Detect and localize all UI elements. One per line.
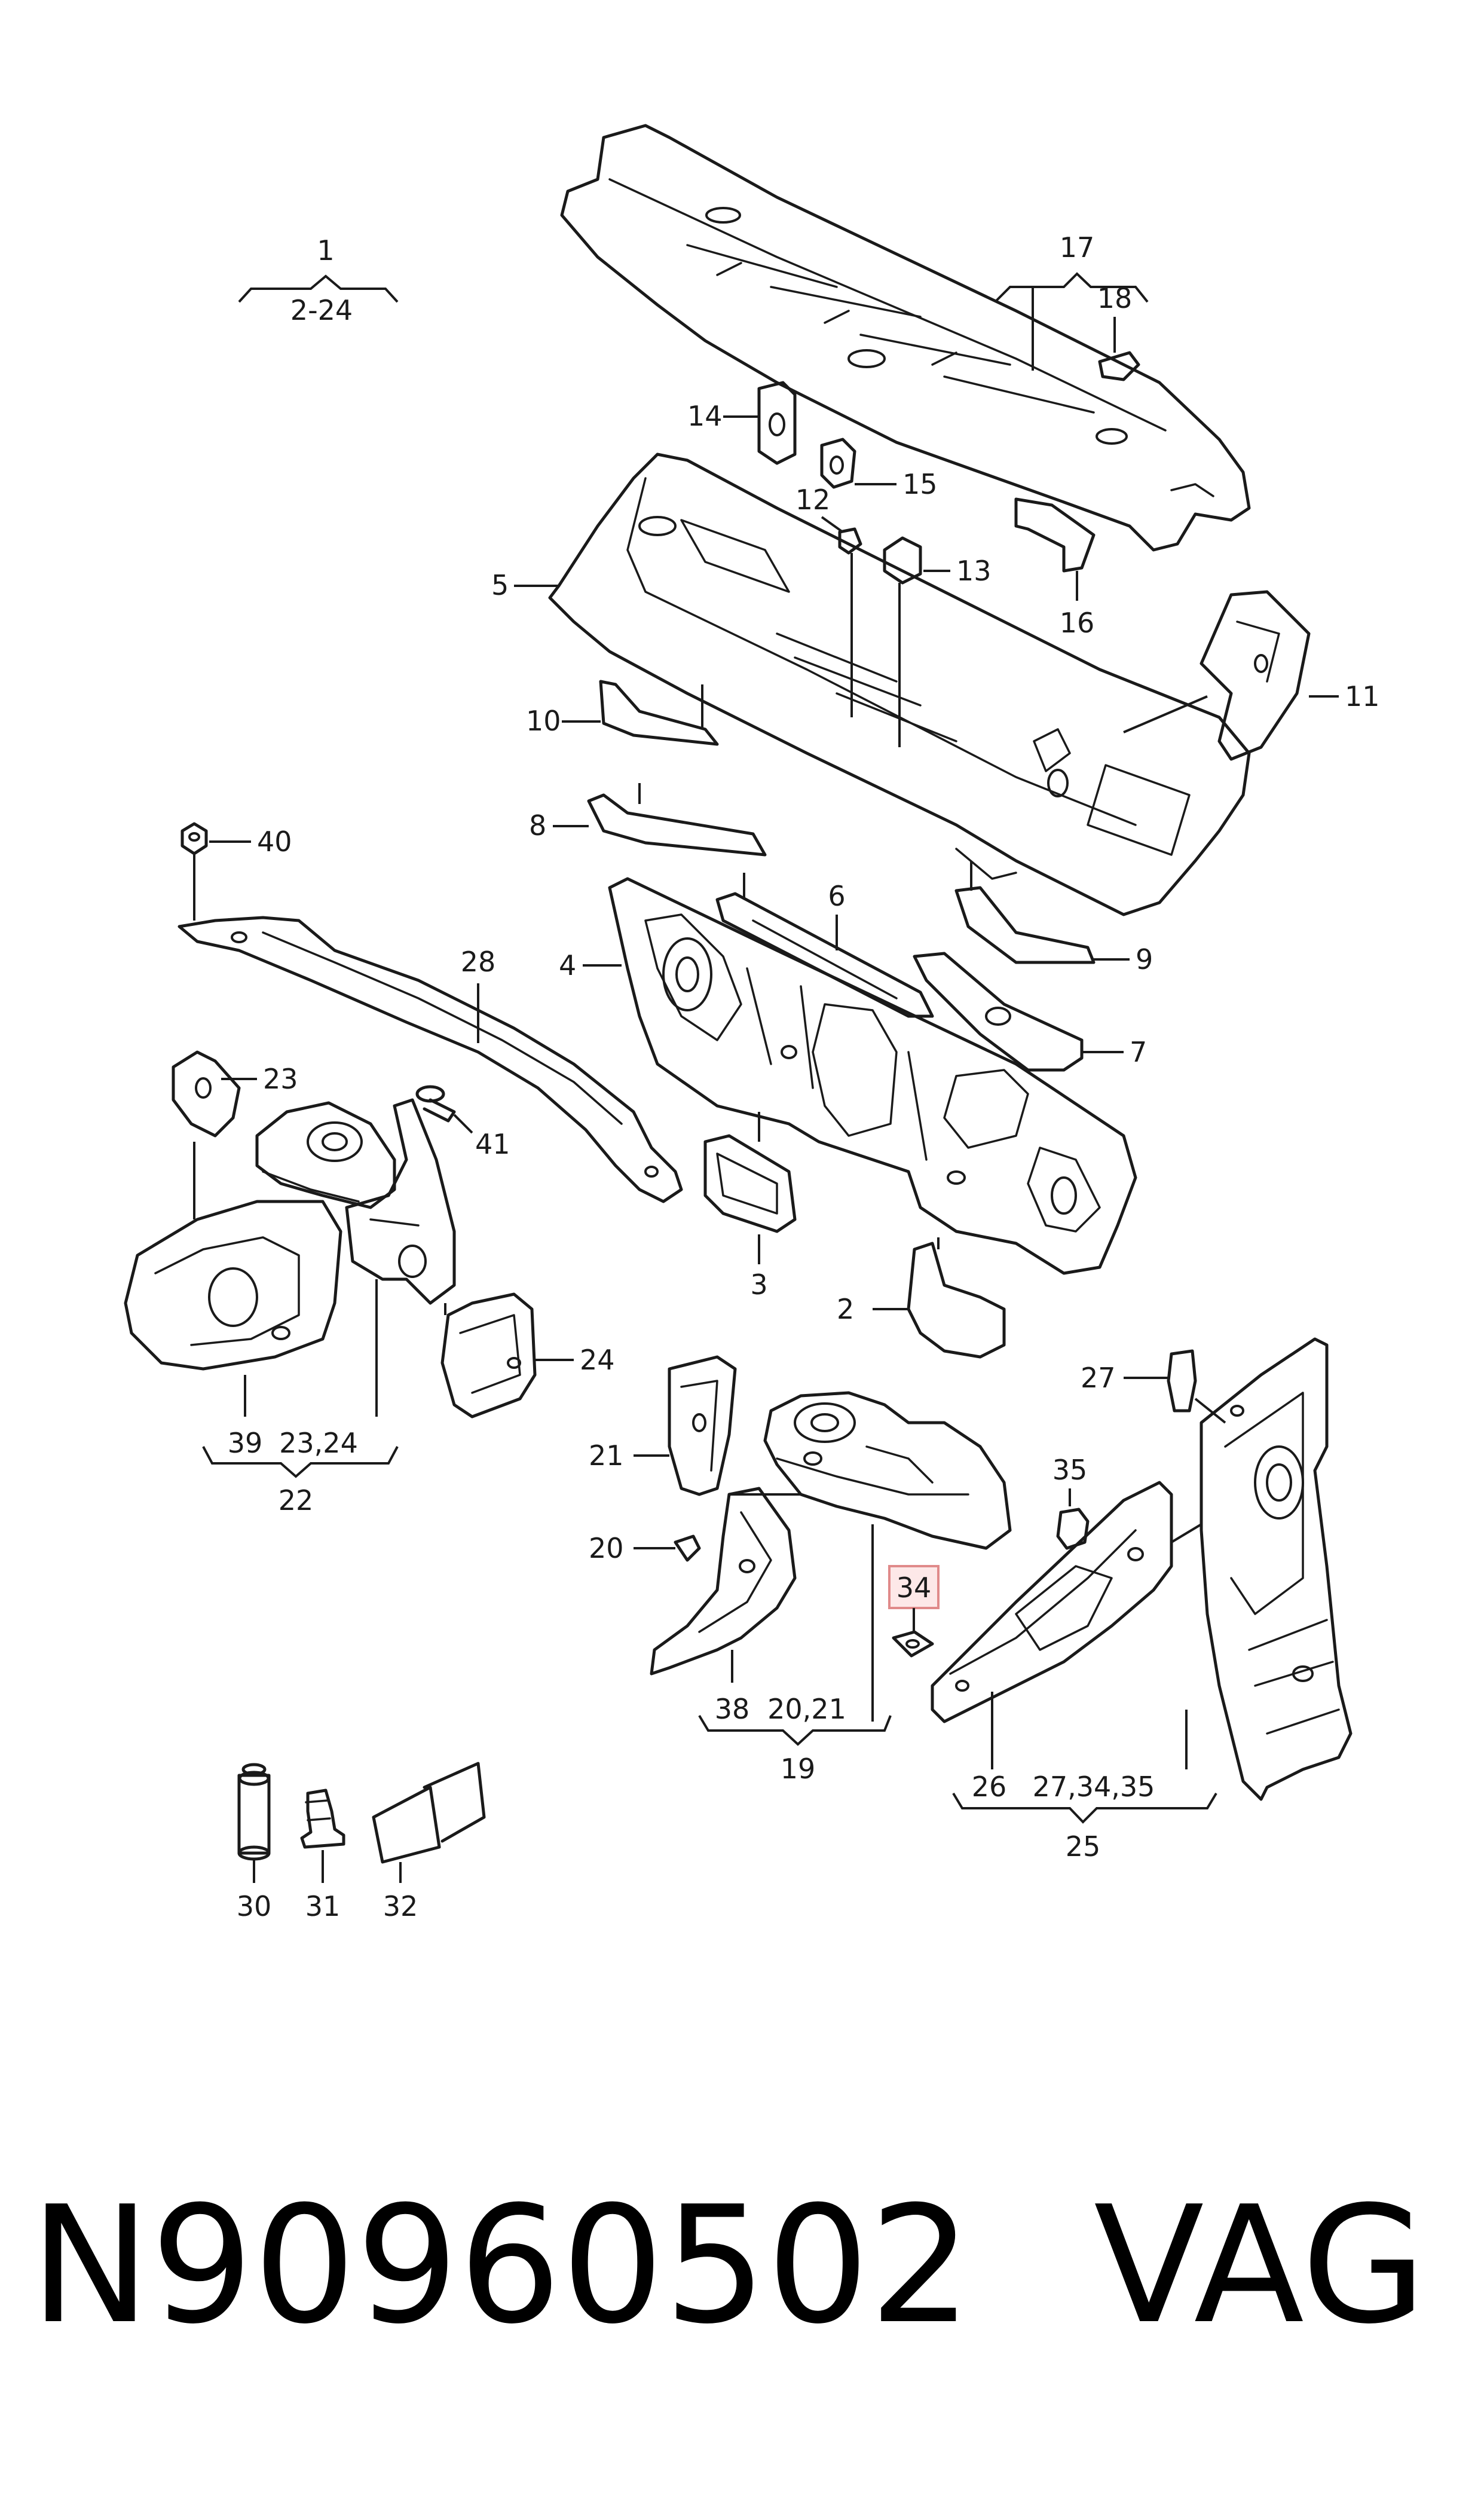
callout-1[interactable]: 1 — [317, 234, 334, 267]
part-9-bracket: 9 — [954, 861, 1153, 976]
highlight-box-34 — [888, 1565, 940, 1609]
callout-22[interactable]: 22 — [279, 1484, 314, 1517]
part-30-plug: 30 — [237, 1763, 272, 1922]
group-bracket-1: 1 2-24 — [238, 234, 399, 326]
callout-5: 5 — [491, 569, 559, 601]
callout-34[interactable]: 34 — [896, 1572, 932, 1604]
part-3-bracket: 3 — [703, 1112, 797, 1301]
callout-11[interactable]: 11 — [1345, 680, 1380, 713]
brand-name: VAG — [1094, 2171, 1427, 2359]
callout-31[interactable]: 31 — [305, 1890, 341, 1922]
part-32-pad: 32 — [372, 1762, 486, 1922]
part-7-bracket: 7 — [913, 952, 1147, 1072]
part-2-bracket: 2 — [837, 1237, 1006, 1359]
callout-7[interactable]: 7 — [1130, 1036, 1147, 1068]
part-4-bulkhead — [608, 877, 1137, 1275]
group-19-wheel-housing: 21 20 38 20,21 19 — [589, 1355, 1012, 1785]
callout-2[interactable]: 2 — [837, 1293, 854, 1325]
callout-21[interactable]: 21 — [589, 1439, 624, 1472]
callout-35[interactable]: 35 — [1052, 1454, 1088, 1486]
part-11-bracket: 11 — [1123, 590, 1380, 761]
callout-1-range: 2-24 — [290, 294, 353, 326]
callout-30[interactable]: 30 — [237, 1890, 272, 1922]
callout-22-sub-23-24: 23,24 — [279, 1427, 358, 1459]
group-25-pillar: 27 26 27,34,35 25 — [931, 1337, 1353, 1863]
part-28-rail: 28 — [178, 916, 683, 1203]
callout-32[interactable]: 32 — [383, 1890, 418, 1922]
callout-12[interactable]: 12 — [795, 484, 831, 516]
part-number: N90960502 — [30, 2171, 972, 2359]
part-16-bracket: 16 — [1014, 497, 1096, 639]
callout-23[interactable]: 23 — [263, 1063, 298, 1095]
part-10-bracket: 10 — [526, 680, 719, 746]
callout-9[interactable]: 9 — [1136, 943, 1153, 976]
callout-27[interactable]: 27 — [1081, 1362, 1116, 1394]
callout-19-sub-20-21: 20,21 — [767, 1693, 846, 1725]
callout-4-label[interactable]: 4 — [559, 949, 576, 982]
callout-22-sub-39: 39 — [228, 1427, 263, 1459]
callout-6[interactable]: 6 — [828, 880, 845, 912]
group-22-wheel-housing: 24 39 23,24 22 — [124, 1098, 615, 1517]
callout-14[interactable]: 14 — [687, 400, 723, 432]
callout-16[interactable]: 16 — [1060, 607, 1095, 639]
callout-15[interactable]: 15 — [902, 468, 938, 500]
part-6-bracket: 6 — [715, 873, 934, 1018]
part-12-clip: 12 — [795, 484, 862, 717]
part-13-clip: 13 — [883, 536, 992, 747]
callout-28[interactable]: 28 — [461, 946, 496, 978]
callout-17-bracket: 17 — [994, 231, 1149, 371]
part-35-nut: 35 — [1052, 1454, 1090, 1550]
callout-20[interactable]: 20 — [589, 1532, 624, 1564]
callout-3[interactable]: 3 — [750, 1268, 767, 1301]
callout-25-sub-26: 26 — [972, 1771, 1007, 1803]
callout-4: 4 — [559, 949, 622, 982]
part-34-clip: 34 — [888, 1565, 940, 1658]
callout-17[interactable]: 17 — [1060, 231, 1095, 264]
callout-24[interactable]: 24 — [580, 1344, 615, 1376]
callout-8[interactable]: 8 — [529, 809, 546, 842]
part-17-cowl-panel — [560, 124, 1251, 552]
callout-41[interactable]: 41 — [475, 1128, 510, 1160]
part-23-bracket: 23 — [172, 1050, 298, 1219]
callout-13[interactable]: 13 — [956, 555, 992, 587]
part-31-grommet: 31 — [300, 1789, 345, 1922]
callout-5-label[interactable]: 5 — [491, 569, 509, 601]
callout-19-sub-38: 38 — [715, 1693, 750, 1725]
callout-40[interactable]: 40 — [257, 826, 292, 858]
callout-18[interactable]: 18 — [1097, 282, 1133, 314]
callout-25[interactable]: 25 — [1066, 1830, 1101, 1863]
part-8-bracket: 8 — [529, 783, 767, 857]
part-5-plenum-panel — [548, 453, 1251, 916]
callout-10[interactable]: 10 — [526, 705, 561, 737]
part-15-bracket: 15 — [820, 438, 938, 500]
part-14-bracket: 14 — [687, 381, 797, 465]
callout-19[interactable]: 19 — [781, 1753, 816, 1785]
callout-25-sub-27-34-35: 27,34,35 — [1033, 1771, 1155, 1803]
part-41-screw: 41 — [415, 1085, 510, 1160]
part-18-bracket: 18 — [1097, 282, 1140, 381]
part-40-nut: 40 — [180, 822, 292, 921]
